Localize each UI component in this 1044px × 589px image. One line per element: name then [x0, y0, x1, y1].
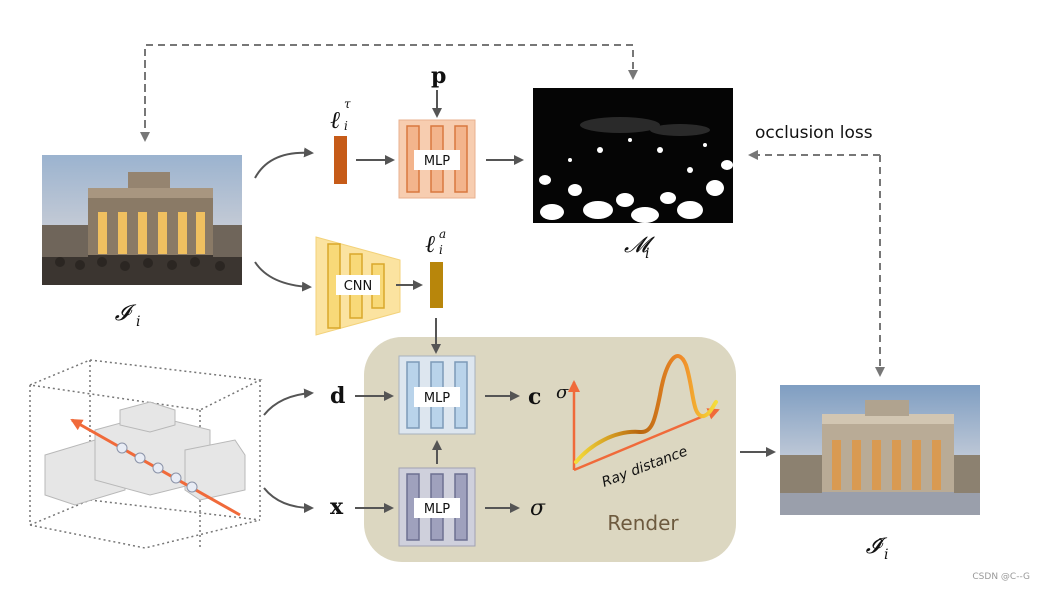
arrow-image-to-cnn — [254, 261, 312, 292]
input-image — [42, 155, 242, 285]
appearance-latent-bar — [430, 262, 443, 308]
input-image-subscript: i — [136, 314, 140, 330]
watermark: CSDN @C--G — [972, 572, 1030, 582]
dashed-feedback-top — [140, 44, 638, 142]
mask-subscript: i — [645, 246, 649, 262]
rendered-image — [780, 385, 980, 515]
appearance-latent-sub: i — [439, 243, 443, 257]
input-image-label: 𝓘 — [115, 301, 137, 326]
pose-symbol: p — [431, 63, 446, 89]
color-symbol: c — [528, 384, 541, 410]
mask-label: 𝓜 — [624, 233, 655, 258]
transient-latent-bar — [334, 136, 347, 184]
cnn-label: CNN — [344, 279, 373, 294]
mlp-color: MLP — [398, 355, 476, 435]
mlp-color-label: MLP — [424, 391, 450, 406]
transient-latent-label: ℓ — [330, 106, 340, 134]
occlusion-loss-label: occlusion loss — [755, 123, 873, 143]
direction-symbol: d — [330, 383, 345, 409]
arrow-scene-to-x — [263, 487, 314, 513]
scene-3d-box — [29, 359, 263, 549]
dashed-occlusion-loss-link — [748, 150, 885, 377]
arrow-image-to-transient — [254, 147, 314, 179]
mlp-density-label: MLP — [424, 502, 450, 517]
transient-latent-sub: i — [344, 119, 348, 133]
render-label: Render — [607, 511, 679, 535]
arrow-scene-to-d — [263, 388, 314, 416]
plot-x-axis — [573, 408, 720, 472]
sigma-symbol: σ — [530, 496, 546, 521]
rendered-image-subscript: i — [884, 547, 888, 563]
position-symbol: x — [330, 494, 344, 520]
uncertainty-mask-image — [533, 88, 733, 223]
mlp-transient-label: MLP — [424, 154, 450, 169]
appearance-latent-sup: a — [439, 227, 446, 241]
plot-sigma-axis-label: σ — [556, 382, 569, 403]
mlp-density: MLP — [398, 467, 476, 547]
density-curve — [574, 354, 718, 464]
cnn-encoder: CNN — [315, 236, 401, 336]
transient-latent-sup: τ — [344, 97, 351, 111]
mlp-transient: MLP — [398, 119, 476, 199]
appearance-latent-label: ℓ — [425, 230, 435, 258]
